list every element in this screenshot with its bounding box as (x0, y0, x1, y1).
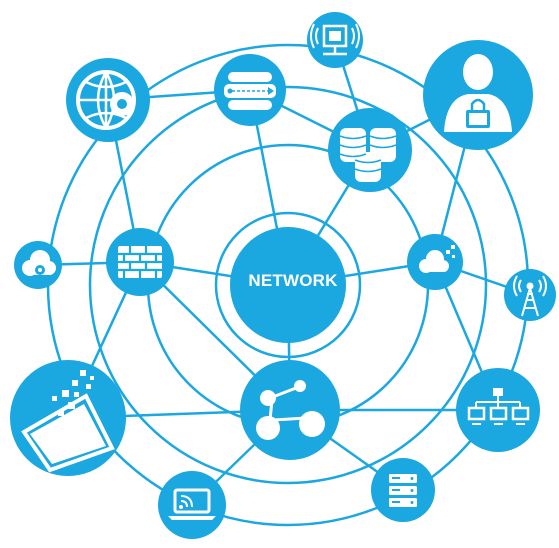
database-icon (339, 128, 397, 182)
user-lock-icon (444, 54, 512, 132)
org-computers-node[interactable] (456, 368, 540, 452)
laptop-cast-icon (168, 488, 216, 520)
cloud-gear-icon (22, 250, 56, 276)
cloud-data-icon (419, 245, 455, 273)
molecule-network-icon (256, 380, 325, 440)
wifi-monitor-icon (310, 23, 360, 56)
network-computers-icon (467, 388, 530, 425)
server-stack-icon (389, 474, 417, 507)
antenna-tower-icon (513, 275, 547, 317)
tablet-pixels-icon (21, 370, 115, 473)
molecule-node[interactable] (240, 360, 340, 460)
globe-gear-icon (76, 70, 136, 130)
server-rack-icon (224, 72, 276, 110)
brick-wall-icon (118, 246, 162, 278)
orbit-ring-large (88, 85, 488, 485)
network-hub-node[interactable] (230, 227, 346, 343)
